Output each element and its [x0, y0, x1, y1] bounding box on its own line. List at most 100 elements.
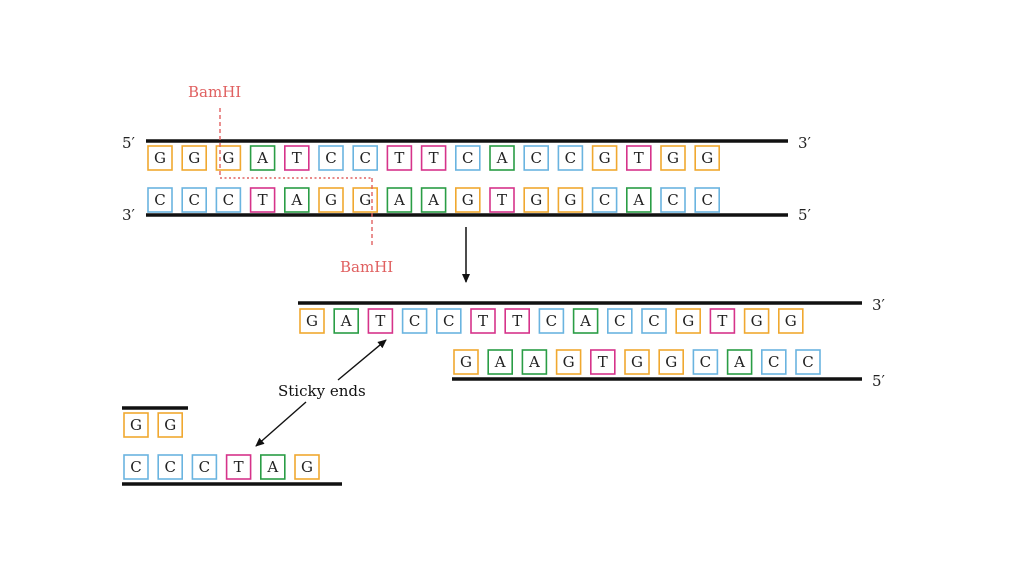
original-bottom-base-box	[557, 187, 584, 213]
right-bottom-base-letter: C	[700, 353, 711, 371]
right-top-base-letter: C	[614, 312, 625, 330]
original-top-base-letter: G	[222, 149, 234, 167]
left-top-base-letter: G	[164, 416, 176, 434]
original-top-base-letter: T	[634, 149, 644, 167]
right-top-base-letter: T	[512, 312, 522, 330]
right-top-base-box	[743, 308, 770, 334]
original-top-base-letter: T	[292, 149, 302, 167]
right-top-base-letter: C	[443, 312, 454, 330]
original-bottom-base-letter: C	[188, 191, 199, 209]
original-bottom-base-letter: C	[667, 191, 678, 209]
right-bottom-base-letter: C	[802, 353, 813, 371]
right-bottom-base-box	[453, 349, 479, 375]
original-bottom-base-box	[181, 187, 207, 213]
right-bottom-base-box	[692, 349, 719, 375]
right-top-base-box	[606, 308, 633, 334]
original-bottom-base-box	[249, 187, 276, 213]
original-bottom-base-letter: C	[154, 191, 165, 209]
right-top-base-letter: G	[785, 312, 797, 330]
right-top-base-box	[299, 308, 325, 334]
original-top-base-box	[386, 145, 413, 171]
right-top-base-box	[504, 308, 531, 334]
right-top-base-letter: T	[375, 312, 385, 330]
right-bottom-base-letter: G	[460, 353, 472, 371]
original-top-base-letter: G	[188, 149, 200, 167]
original-bottom-base-letter: G	[359, 191, 371, 209]
original-bottom-base-letter: C	[223, 191, 234, 209]
original-top-base-box	[523, 145, 550, 171]
right-top-base-box	[333, 308, 360, 334]
right-top-base-letter: G	[682, 312, 694, 330]
original-top-base-letter: T	[429, 149, 439, 167]
left-bottom-base-letter: C	[130, 458, 141, 476]
right-top-base-letter: C	[409, 312, 420, 330]
original-bottom-base-box	[694, 187, 721, 213]
original-bottom-base-box	[386, 187, 413, 213]
right-top-base-box	[367, 308, 394, 334]
right-bottom-base-box	[555, 349, 582, 375]
sticky-ends-label: Sticky ends	[278, 382, 366, 400]
left-bottom-base-letter: C	[164, 458, 175, 476]
left-bottom-base-box	[225, 454, 252, 480]
original-top-base-box	[591, 145, 618, 171]
sticky-ends-annotation: Sticky ends	[255, 339, 387, 447]
original-top-base-letter: C	[359, 149, 370, 167]
original-bottom-base-box	[523, 187, 550, 213]
right-bottom-base-letter: C	[768, 353, 779, 371]
original-bottom-base-box	[352, 187, 379, 213]
left-bottom-base-letter: A	[266, 458, 278, 476]
right-top-base-box	[435, 308, 462, 334]
bamhi-label-bottom: BamHI	[340, 258, 393, 276]
original-top-base-letter: A	[256, 149, 268, 167]
right-top-base-letter: A	[340, 312, 352, 330]
original-bottom-base-box	[454, 187, 481, 213]
original-bottom-base-box	[283, 187, 310, 213]
original-top-base-box	[489, 145, 515, 171]
original-top-base-letter: C	[462, 149, 473, 167]
sticky-ends-arrow-down	[255, 401, 307, 447]
right-bottom-base-letter: T	[598, 353, 608, 371]
original-top-base-box	[283, 145, 310, 171]
original-top-base-letter: C	[325, 149, 336, 167]
original-top-base-box	[249, 145, 276, 171]
original-bottom-base-box	[591, 187, 618, 213]
original-top-base-box	[454, 145, 481, 171]
right-top-base-letter: T	[478, 312, 488, 330]
left-bottom-base-box	[259, 454, 286, 480]
right-fragment-5prime-label: 5′	[872, 372, 886, 390]
sticky-ends-arrow-up	[337, 339, 387, 381]
original-top-base-box	[318, 145, 344, 171]
left-bottom-base-letter: G	[301, 458, 313, 476]
original-top-base-letter: A	[496, 149, 508, 167]
original-bottom-base-box	[625, 187, 652, 213]
right-bottom-base-box	[487, 349, 514, 375]
left-bottom-base-box	[123, 454, 149, 480]
original-top-5prime-label: 5′	[122, 134, 136, 152]
left-bottom-base-box	[294, 454, 320, 480]
original-top-3prime-label: 3′	[798, 134, 812, 152]
right-bottom-base-box	[521, 349, 548, 375]
original-bottom-5prime-label: 5′	[798, 206, 812, 224]
original-bottom-base-box	[215, 187, 242, 213]
original-top-base-letter: T	[394, 149, 404, 167]
right-bottom-base-box	[795, 349, 821, 375]
right-bottom-base-box	[726, 349, 753, 375]
original-top-base-letter: C	[530, 149, 541, 167]
left-bottom-base-letter: C	[199, 458, 210, 476]
original-bottom-base-box	[660, 187, 686, 213]
original-bottom-base-letter: T	[258, 191, 268, 209]
original-bottom-base-letter: A	[427, 191, 439, 209]
original-bottom-base-letter: A	[290, 191, 302, 209]
original-top-base-letter: C	[565, 149, 576, 167]
left-top-base-box	[123, 412, 149, 438]
bamhi-cut-line	[219, 108, 373, 248]
right-bottom-base-letter: G	[631, 353, 643, 371]
